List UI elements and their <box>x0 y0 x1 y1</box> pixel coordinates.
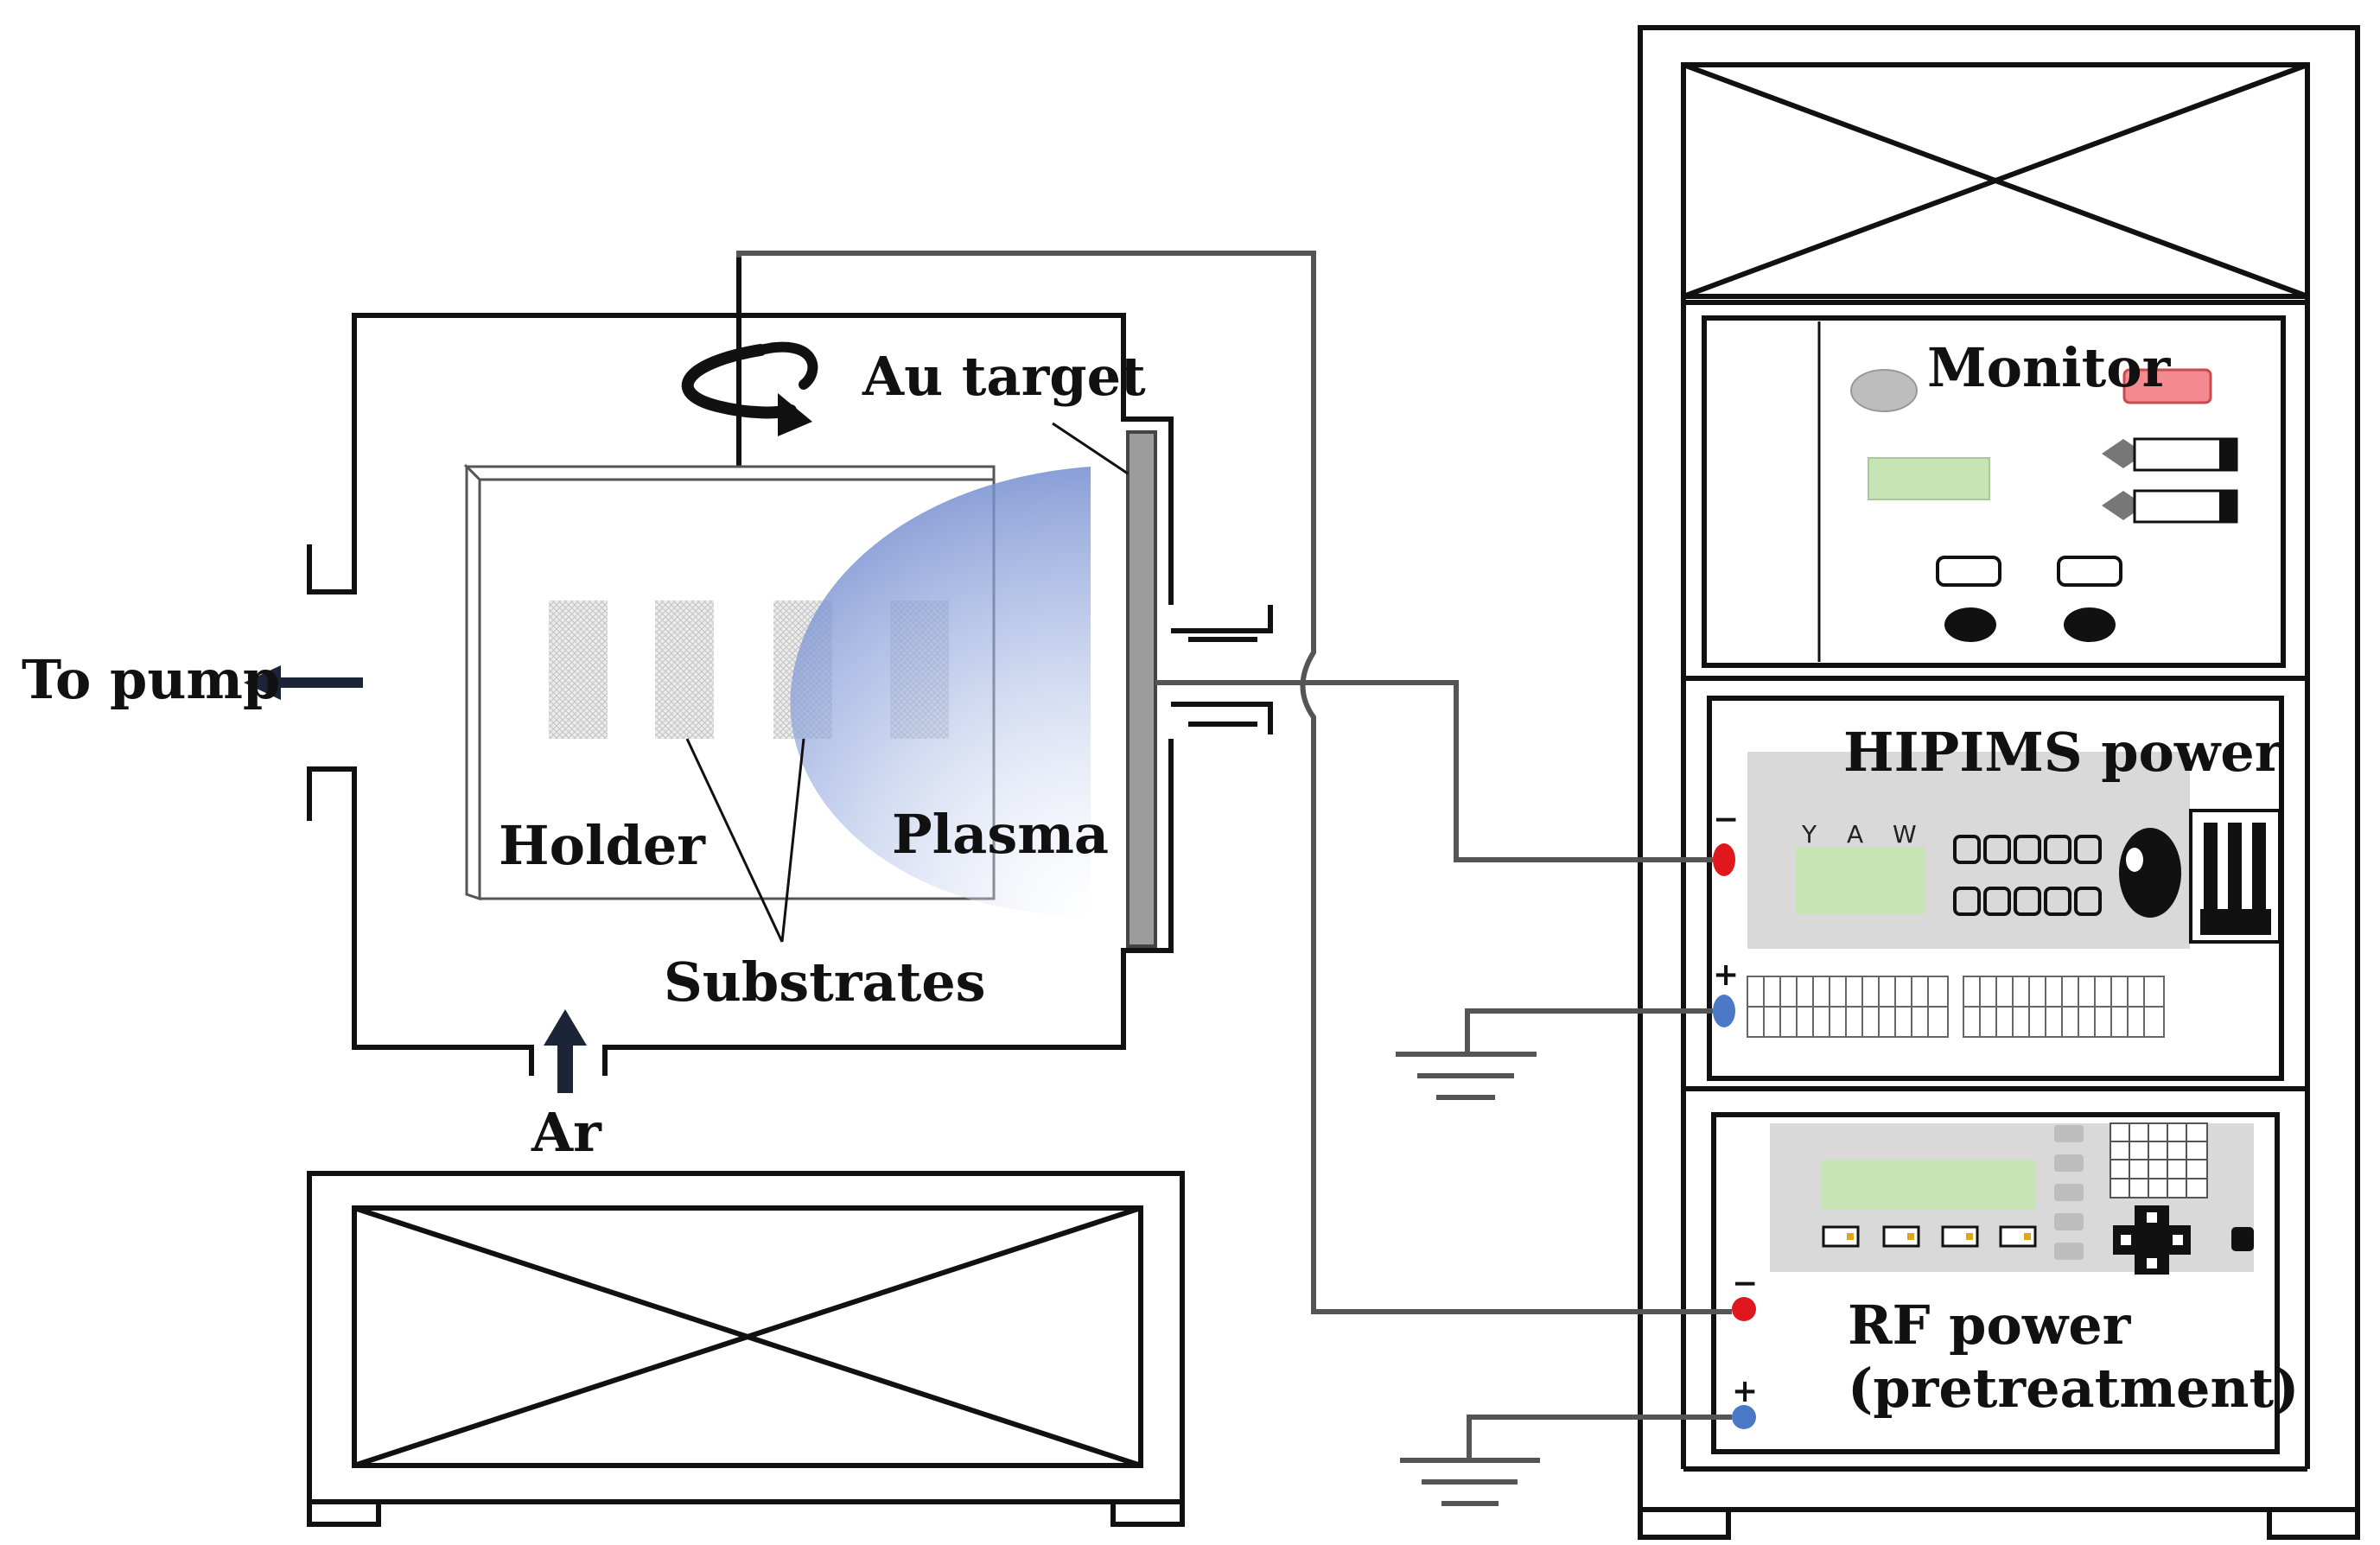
hipims-terminal-block-2 <box>1963 976 2165 1038</box>
to-pump-label: To pump <box>22 648 280 711</box>
rotation-shaft <box>681 255 818 467</box>
rf-plus-sign: + <box>1732 1373 1758 1409</box>
substrate-2 <box>655 601 714 739</box>
hipims-negative-wire <box>1155 680 1713 862</box>
ground-symbol-hipims-icon <box>1396 1052 1537 1100</box>
chamber-left-upper <box>307 315 357 594</box>
meter-label-y: Y <box>1801 820 1817 849</box>
plasma-region <box>790 467 1091 916</box>
rf-terminal-negative <box>1732 1297 1756 1321</box>
au-target <box>1126 430 1157 948</box>
substrates-leaders <box>685 738 805 943</box>
rotation-arrow-icon <box>681 344 797 419</box>
rf-power-label: RF power <box>1848 1294 2132 1357</box>
meter-label-w: W <box>1893 820 1917 849</box>
rf-keypad <box>2110 1122 2208 1198</box>
wiring <box>736 251 1732 1460</box>
monitor-display <box>1868 457 1990 500</box>
pump-arrow-icon <box>244 665 363 700</box>
au-target-label: Au target <box>862 345 1146 408</box>
hipims-terminal-block-1 <box>1747 976 1949 1038</box>
hipims-power-unit <box>1707 696 2284 1081</box>
substrates-label: Substrates <box>664 951 986 1014</box>
rf-indicator <box>2231 1227 2254 1251</box>
hipims-minus-sign: − <box>1713 801 1739 837</box>
substrate-1 <box>549 601 608 739</box>
hipims-power-label: HIPIMS power <box>1843 721 2284 784</box>
hipims-knob <box>2119 828 2181 918</box>
rf-ground-wire <box>1467 1415 1732 1460</box>
equipment-rack <box>1638 25 2360 1540</box>
ground-symbol-rf-icon <box>1400 1458 1540 1506</box>
monitor-button-1 <box>1936 556 2001 587</box>
monitor-indicator <box>2122 368 2212 404</box>
feedthrough-upper <box>1171 605 1273 633</box>
hipims-terminal-negative <box>1713 843 1735 876</box>
ar-label: Ar <box>531 1101 602 1164</box>
meter-label-a: A <box>1847 820 1863 849</box>
plasma-label: Plasma <box>892 803 1109 866</box>
rf-pretreatment-label: (pretreatment) <box>1848 1357 2299 1420</box>
rf-dpad-icon <box>2113 1205 2191 1275</box>
holder-label: Holder <box>499 814 706 877</box>
monitor-dial-2 <box>2064 607 2116 642</box>
feedthrough-lower <box>1171 702 1273 734</box>
rf-display <box>1822 1160 2036 1210</box>
hipims-ground-wire <box>1465 1008 1713 1052</box>
chamber-base-cabinet <box>307 1171 1185 1527</box>
rf-power-unit <box>1711 1112 2280 1454</box>
hipims-terminal-positive <box>1713 995 1735 1027</box>
au-target-leader <box>1052 422 1129 475</box>
hipims-display <box>1796 847 1925 914</box>
chamber-bottom-right <box>602 739 1174 1076</box>
monitor-button-2 <box>2057 556 2122 587</box>
vacuum-chamber <box>307 313 1273 1076</box>
rf-small-keys <box>1822 1225 2037 1248</box>
monitor-unit <box>1702 315 2286 668</box>
rf-minus-sign: − <box>1732 1265 1758 1301</box>
rf-terminal-positive <box>1732 1405 1756 1429</box>
monitor-knob <box>1850 369 1918 412</box>
hipims-plus-sign: + <box>1713 957 1739 993</box>
rf-buttons-column <box>2054 1125 2084 1260</box>
monitor-dial-1 <box>1944 607 1996 642</box>
ar-arrow-icon <box>544 1009 587 1093</box>
monitor-label: Monitor <box>1927 336 2172 399</box>
chamber-left-lower <box>307 766 534 1076</box>
